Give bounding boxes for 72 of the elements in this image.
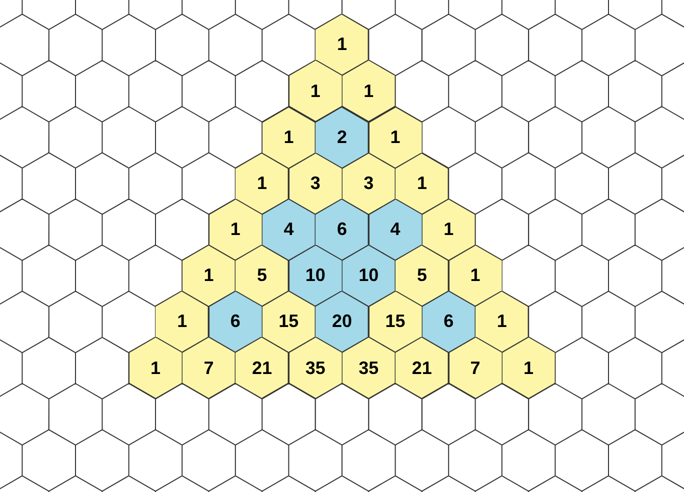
cell-number: 21 [251, 356, 274, 380]
hexagon-cell [155, 291, 209, 353]
cell-number: 4 [389, 218, 402, 242]
hexagon-cell [235, 152, 289, 214]
hexagon-cell [422, 198, 476, 260]
hexagon-cell [182, 245, 236, 307]
hexagon-cell [502, 337, 556, 399]
cell-number: 4 [282, 218, 295, 242]
cell-number: 1 [469, 264, 482, 288]
hexagon-cell [208, 291, 262, 353]
hexagon-cell [288, 152, 342, 214]
cell-number: 15 [278, 310, 300, 334]
hexagon-cell [315, 14, 369, 76]
cell-number: 10 [304, 264, 326, 288]
hexagon-cell [288, 245, 342, 307]
hexagon-cell [235, 337, 289, 399]
cell-number: 1 [176, 310, 188, 334]
cell-number: 1 [229, 218, 242, 242]
hexagon-cell [315, 291, 369, 353]
cell-number: 7 [202, 356, 215, 380]
hexagon-cell [422, 291, 476, 353]
cell-number: 7 [469, 356, 482, 380]
hexagon-cell [262, 198, 316, 260]
cell-number: 2 [336, 126, 348, 149]
cell-number: 1 [282, 126, 295, 149]
cell-number: 15 [384, 310, 406, 334]
hexagon-cell [342, 60, 396, 122]
cell-number: 6 [229, 310, 242, 334]
cell-number: 5 [256, 264, 268, 288]
hexagon-cell [342, 152, 396, 214]
cell-number: 1 [442, 218, 455, 242]
hexagon-cell [208, 198, 262, 260]
cell-number: 20 [330, 310, 353, 334]
hexagon-cell [395, 245, 449, 307]
hexagon-cell [395, 152, 449, 214]
hexagon-cell [288, 337, 342, 399]
cell-number: 35 [358, 356, 380, 380]
cell-number: 1 [336, 33, 348, 56]
cell-number: 5 [416, 264, 428, 288]
hexagon-cell [235, 245, 289, 307]
hexagon-cell [315, 198, 369, 260]
hexagon-cell [368, 291, 422, 353]
cell-number: 35 [304, 356, 326, 380]
cell-number: 3 [309, 172, 322, 195]
hexagon-cell [395, 337, 449, 399]
cell-number: 1 [496, 310, 508, 334]
cell-number: 1 [256, 172, 268, 195]
hexagon-cell [368, 198, 422, 260]
hexagon-cell [475, 291, 529, 353]
hexagon-cell [262, 106, 316, 168]
hexagon-cell [182, 337, 236, 399]
hexagon-cell [368, 106, 422, 168]
cell-number: 6 [442, 310, 455, 334]
hexagon-cell [262, 291, 316, 353]
cell-number: 1 [362, 80, 375, 103]
cell-number: 1 [149, 356, 162, 380]
cell-number: 10 [358, 264, 380, 288]
cell-number: 3 [362, 172, 375, 195]
cell-number: 1 [202, 264, 215, 288]
hexagon-cell [288, 60, 342, 122]
hexagon-cell [448, 245, 502, 307]
hexagon-cell [342, 337, 396, 399]
cell-number: 1 [416, 172, 428, 195]
cell-number: 6 [336, 218, 348, 242]
hexagon-cell [342, 245, 396, 307]
cell-number: 1 [522, 356, 535, 380]
cell-number: 1 [389, 126, 402, 149]
cell-number: 1 [309, 80, 322, 103]
hexagon-cell [315, 106, 369, 168]
hexagon-cell [128, 337, 182, 399]
cell-number: 21 [410, 356, 433, 380]
hexagon-cell [448, 337, 502, 399]
